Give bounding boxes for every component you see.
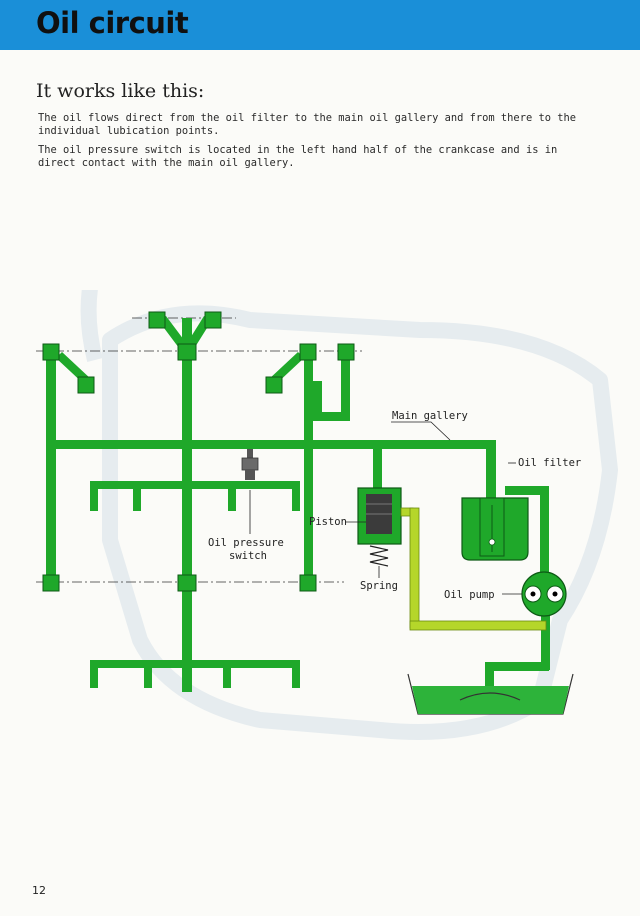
- suction-line: [400, 507, 547, 631]
- header-band: [0, 0, 640, 50]
- oil-filter: [461, 497, 529, 561]
- oil-pump: [521, 571, 567, 617]
- oil-pressure-switch: [241, 449, 259, 534]
- label-oil-filter: Oil filter: [518, 457, 581, 469]
- bearing-caps: [42, 311, 355, 592]
- oil-circuit-diagram: Main gallery Oil filter Piston Oil press…: [36, 290, 618, 740]
- body-paragraph-1: The oil flows direct from the oil filter…: [38, 112, 576, 137]
- page-title: Oil circuit: [36, 6, 189, 40]
- body-paragraph-2: The oil pressure switch is located in th…: [38, 144, 558, 169]
- oil-sump: [407, 673, 574, 715]
- leader-lines: [345, 421, 522, 595]
- label-spring: Spring: [360, 580, 398, 592]
- section-heading: It works like this:: [36, 80, 205, 102]
- label-oil-pressure: Oil pressure: [208, 537, 284, 549]
- label-oil-pump: Oil pump: [444, 589, 495, 601]
- main-oil-network: [46, 316, 550, 694]
- pressure-relief-valve: [357, 487, 402, 578]
- label-main-gallery: Main gallery: [392, 410, 468, 422]
- engine-silhouette: [80, 290, 618, 740]
- label-piston: Piston: [309, 516, 347, 528]
- label-switch: switch: [229, 550, 267, 562]
- page-number: 12: [32, 884, 46, 897]
